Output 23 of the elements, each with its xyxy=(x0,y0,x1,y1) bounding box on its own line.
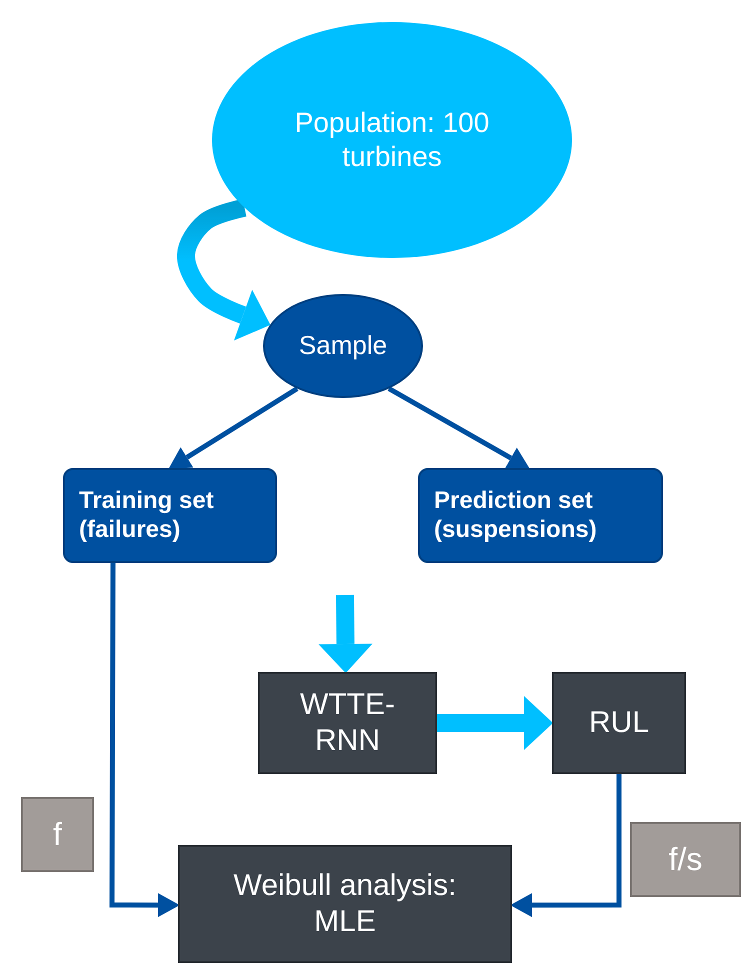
output-box xyxy=(552,672,686,774)
process-box xyxy=(258,672,437,774)
block-arrow xyxy=(177,198,270,340)
block-arrow xyxy=(437,696,554,750)
node-label: WTTE-RNN xyxy=(299,687,396,759)
node-label: f/s xyxy=(668,840,702,879)
node-label: Population: 100 turbines xyxy=(294,106,490,174)
arrow xyxy=(110,563,180,918)
tag-box xyxy=(630,822,741,897)
tag-box xyxy=(21,797,94,872)
arrow xyxy=(168,386,298,469)
block-arrow xyxy=(318,594,372,674)
analysis-box xyxy=(178,845,512,963)
node-label: RUL xyxy=(588,705,649,741)
process-box xyxy=(418,468,663,563)
process-box xyxy=(63,468,277,563)
node-label: Weibull analysis: MLE xyxy=(232,868,458,940)
arrow xyxy=(388,386,530,469)
arrow xyxy=(510,774,622,918)
node-label: Training set (failures) xyxy=(79,486,215,544)
node-label: Sample xyxy=(298,330,388,362)
node-label: f xyxy=(53,815,62,854)
node-label: Prediction set (suspensions) xyxy=(434,486,598,544)
